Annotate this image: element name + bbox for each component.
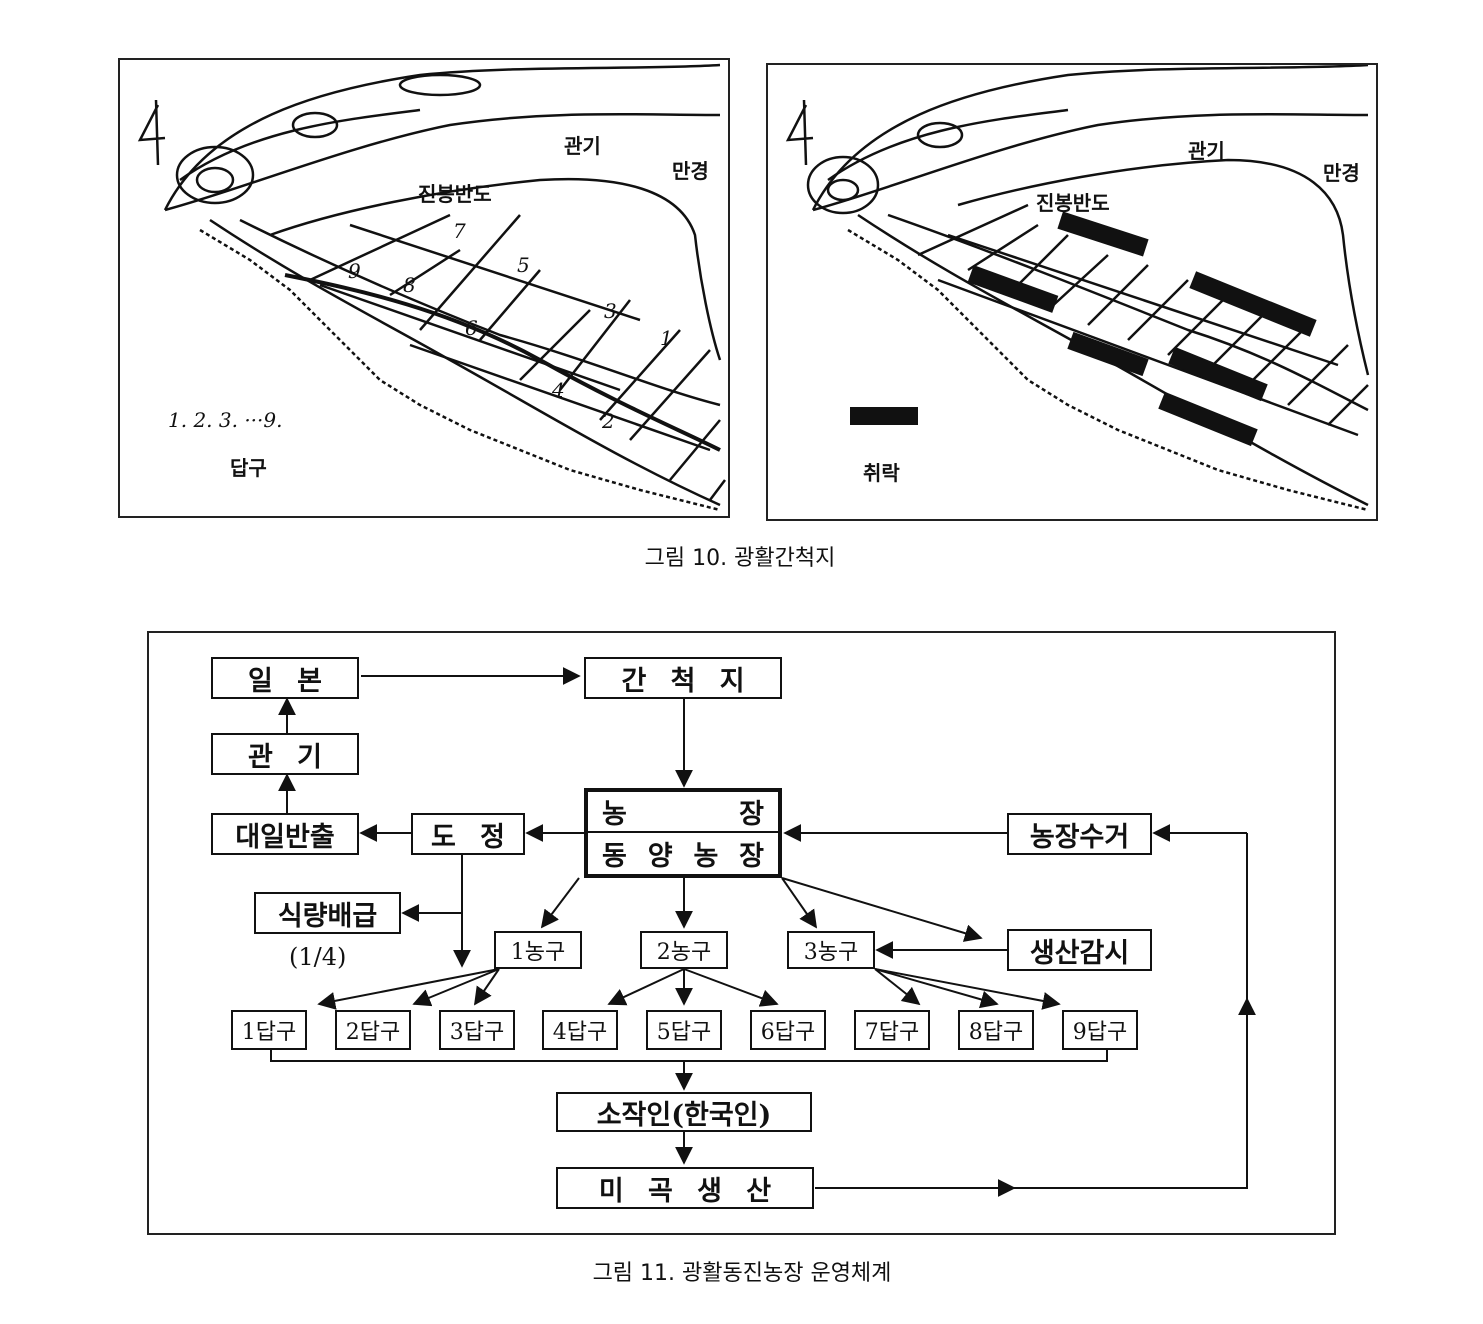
- farm-name-char: 동: [602, 841, 627, 872]
- map-label-peninsula: 진봉반도: [418, 182, 492, 206]
- plot-number-9: 9: [348, 259, 361, 283]
- node-plot-5: 5답구: [646, 1010, 722, 1050]
- food-ration-ratio: (1/4): [289, 943, 347, 971]
- node-plot-4: 4답구: [542, 1010, 618, 1050]
- plot-number-1: 1: [660, 326, 673, 350]
- plot-number-6: 6: [465, 316, 478, 340]
- node-district-1: 1농구: [494, 931, 582, 969]
- node-plot-1: 1답구: [231, 1010, 307, 1050]
- settlement-marker: [1189, 271, 1317, 337]
- settlement-marker: [1067, 331, 1149, 377]
- map-label-gwangi: 관기: [564, 134, 601, 158]
- node-tenant-farmers: 소작인(한국인): [556, 1092, 812, 1132]
- legend-settlement-label: 취락: [863, 461, 900, 485]
- reclaimed-land-map-settlements: [785, 63, 1370, 512]
- plot-number-5: 5: [517, 253, 530, 277]
- legend-settlement-swatch: [850, 407, 918, 425]
- farm-title-row: 농 장: [588, 792, 778, 833]
- north-arrow-icon: [785, 99, 814, 166]
- map-panel-plots: 9 8 7 6 5 4 3 2 1 관기 만경 진봉반도 1. 2. 3. ··…: [118, 58, 730, 518]
- legend-plot-label: 답구: [230, 456, 267, 480]
- node-gwangi: 관기: [211, 733, 359, 775]
- node-rice-production: 미곡생산: [556, 1167, 814, 1209]
- legend-plot-numbers: 1. 2. 3. ···9.: [168, 408, 283, 432]
- node-reclaimed-land: 간척지: [584, 657, 782, 699]
- farm-title-right: 장: [739, 799, 764, 830]
- node-milling: 도정: [411, 813, 525, 855]
- map-label-gwangi: 관기: [1188, 139, 1225, 163]
- plot-number-3: 3: [604, 299, 617, 323]
- figure10-caption: 그림 10. 광활간척지: [644, 546, 836, 571]
- flowchart-panel: 일본 간척지 관기 대일반출 도정 농 장 동 양 농 장 농장수거 식량배급 …: [147, 631, 1336, 1235]
- map-label-mangyeong: 만경: [1323, 161, 1360, 185]
- settlement-marker: [1158, 391, 1258, 447]
- plot-number-7: 7: [453, 219, 466, 243]
- node-plot-8: 8답구: [958, 1010, 1034, 1050]
- map-panel-settlements: 관기 만경 진봉반도 취락: [766, 63, 1378, 521]
- node-district-2: 2농구: [640, 931, 728, 969]
- node-production-monitoring: 생산감시: [1007, 929, 1152, 971]
- settlement-markers: [850, 211, 1317, 447]
- node-plot-7: 7답구: [854, 1010, 930, 1050]
- farm-name-char: 농: [693, 841, 719, 872]
- node-plot-9: 9답구: [1062, 1010, 1138, 1050]
- farm-name-row: 동 양 농 장: [588, 833, 778, 874]
- settlement-marker: [1168, 346, 1268, 402]
- reclaimed-land-map-plots: 9 8 7 6 5 4 3 2 1: [137, 63, 726, 512]
- node-japan: 일본: [211, 657, 359, 699]
- node-food-ration: 식량배급: [254, 892, 401, 934]
- node-farm-collection: 농장수거: [1007, 813, 1152, 855]
- figure11-caption: 그림 11. 광활동진농장 운영체계: [592, 1261, 892, 1286]
- farm-name-char: 양: [647, 841, 673, 872]
- node-plot-6: 6답구: [750, 1010, 826, 1050]
- node-export-to-japan: 대일반출: [211, 813, 359, 855]
- settlement-marker: [967, 265, 1059, 313]
- plot-number-8: 8: [403, 273, 416, 297]
- node-farm: 농 장 동 양 농 장: [584, 788, 782, 878]
- north-arrow-icon: [137, 99, 166, 166]
- settlement-marker: [1057, 211, 1149, 257]
- plot-number-2: 2: [601, 409, 615, 433]
- map-label-mangyeong: 만경: [672, 159, 709, 183]
- plot-number-4: 4: [551, 378, 565, 402]
- map-label-peninsula: 진봉반도: [1036, 191, 1110, 215]
- node-district-3: 3농구: [787, 931, 875, 969]
- farm-title-left: 농: [602, 799, 627, 830]
- flowchart-connectors: [270, 667, 1256, 1197]
- farm-name-char: 장: [739, 841, 764, 872]
- node-plot-2: 2답구: [335, 1010, 411, 1050]
- node-plot-3: 3답구: [439, 1010, 515, 1050]
